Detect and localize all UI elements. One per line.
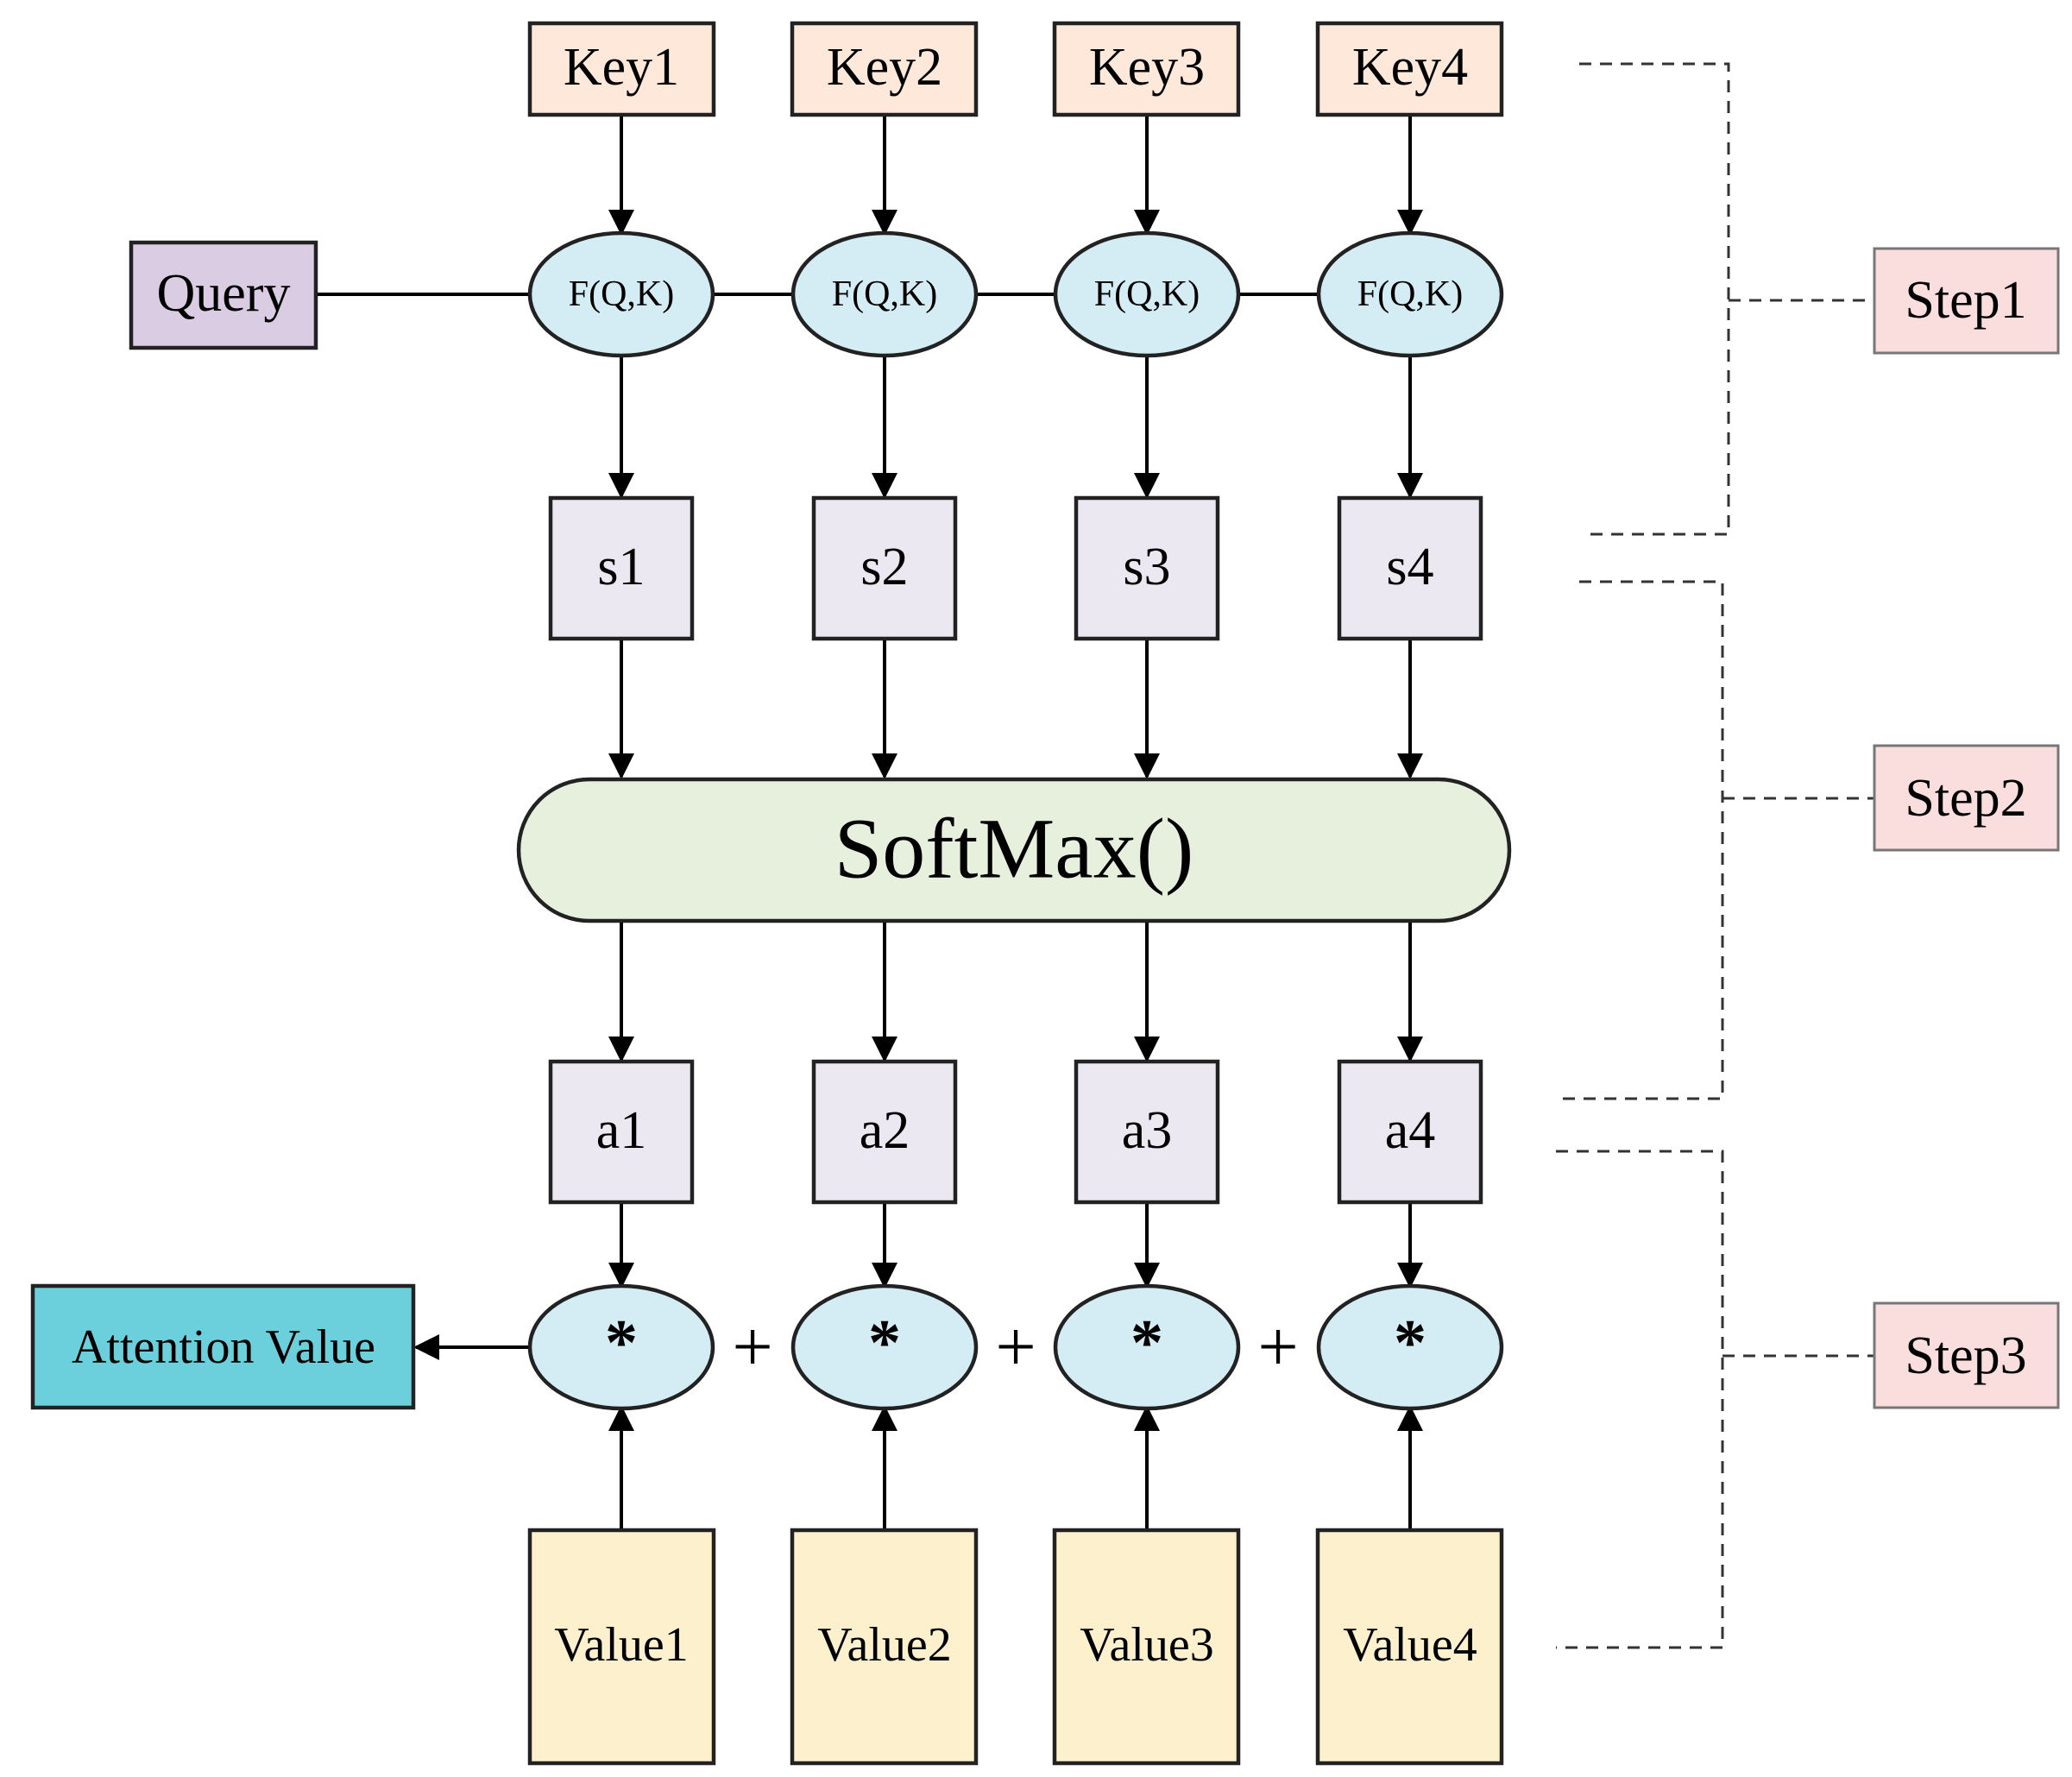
key4-label: Key4 [1352, 38, 1468, 97]
fqk1-label: F(Q,K) [569, 274, 675, 314]
s4-label: s4 [1386, 538, 1433, 596]
key2-box [790, 21, 979, 117]
mul2-ellipse [790, 1283, 979, 1411]
step3-box [1873, 1301, 2060, 1409]
value2-label: Value2 [817, 1618, 952, 1672]
compat-row: F(Q,K) F(Q,K) F(Q,K) F(Q,K) [527, 230, 1504, 358]
step-brackets [1556, 62, 1874, 1649]
plus-row: + + + [732, 1308, 1298, 1388]
a1-label: a1 [596, 1101, 647, 1160]
mul1-ellipse [527, 1283, 715, 1411]
step1-bracket [1579, 62, 1730, 536]
a2-label: a2 [860, 1101, 910, 1160]
fqk1-ellipse [527, 230, 715, 358]
value4-box [1315, 1528, 1504, 1766]
step1-box [1873, 247, 2060, 355]
plus-sign-1: + [732, 1308, 772, 1388]
fqk2-label: F(Q,K) [832, 274, 938, 314]
value2-box [790, 1528, 979, 1766]
attention-value-label: Attention Value [72, 1320, 375, 1374]
value-row: Value1 Value2 Value3 Value4 [527, 1528, 1504, 1766]
mul3-label: * [1130, 1307, 1163, 1379]
a1-box [548, 1059, 695, 1205]
step2-bracket [1556, 580, 1724, 1100]
s2-box [811, 495, 958, 641]
s1-box [548, 495, 695, 641]
step3-bracket [1556, 1150, 1724, 1649]
value1-box [527, 1528, 716, 1766]
fqk4-label: F(Q,K) [1357, 274, 1464, 314]
value4-label: Value4 [1343, 1618, 1477, 1672]
mul4-ellipse [1316, 1283, 1504, 1411]
step3-label: Step3 [1905, 1326, 2026, 1385]
softmax-label: SoftMax() [834, 801, 1194, 897]
mul4-label: * [1394, 1307, 1426, 1379]
s1-label: s1 [597, 538, 645, 596]
fqk2-ellipse [790, 230, 979, 358]
key3-label: Key3 [1089, 38, 1205, 97]
query-box [129, 240, 318, 350]
value3-label: Value3 [1080, 1618, 1214, 1672]
key-row: Key1 Key2 Key3 Key4 [527, 21, 1504, 117]
plus-sign-3: + [1257, 1308, 1298, 1388]
s4-box [1337, 495, 1483, 641]
fqk3-ellipse [1053, 230, 1241, 358]
mul2-label: * [868, 1307, 901, 1379]
key2-label: Key2 [827, 38, 942, 97]
key1-box [527, 21, 716, 117]
a4-label: a4 [1385, 1101, 1436, 1160]
weight-row: a1 a2 a3 a4 [548, 1059, 1483, 1205]
s3-label: s3 [1123, 538, 1170, 596]
a3-box [1074, 1059, 1220, 1205]
step1-label: Step1 [1905, 271, 2026, 330]
multiply-row: * * * * [527, 1283, 1504, 1411]
key3-box [1052, 21, 1241, 117]
step-labels: Step1 Step2 Step3 [1873, 247, 2060, 1409]
plus-sign-2: + [995, 1308, 1036, 1388]
value1-label: Value1 [554, 1618, 689, 1672]
a3-label: a3 [1122, 1101, 1173, 1160]
attention-value-box [30, 1283, 416, 1410]
mul1-label: * [605, 1307, 638, 1379]
key1-label: Key1 [564, 38, 679, 97]
fqk3-label: F(Q,K) [1094, 274, 1200, 314]
a2-box [811, 1059, 958, 1205]
step2-label: Step2 [1905, 769, 2026, 828]
s2-label: s2 [860, 538, 908, 596]
edges [316, 115, 1423, 1528]
query-label: Query [157, 264, 291, 323]
a4-box [1337, 1059, 1483, 1205]
s3-box [1074, 495, 1220, 641]
step2-box [1873, 744, 2060, 852]
key4-box [1315, 21, 1504, 117]
value3-box [1052, 1528, 1241, 1766]
softmax-pill [516, 777, 1512, 923]
score-row: s1 s2 s3 s4 [548, 495, 1483, 641]
mul3-ellipse [1053, 1283, 1241, 1411]
fqk4-ellipse [1316, 230, 1504, 358]
